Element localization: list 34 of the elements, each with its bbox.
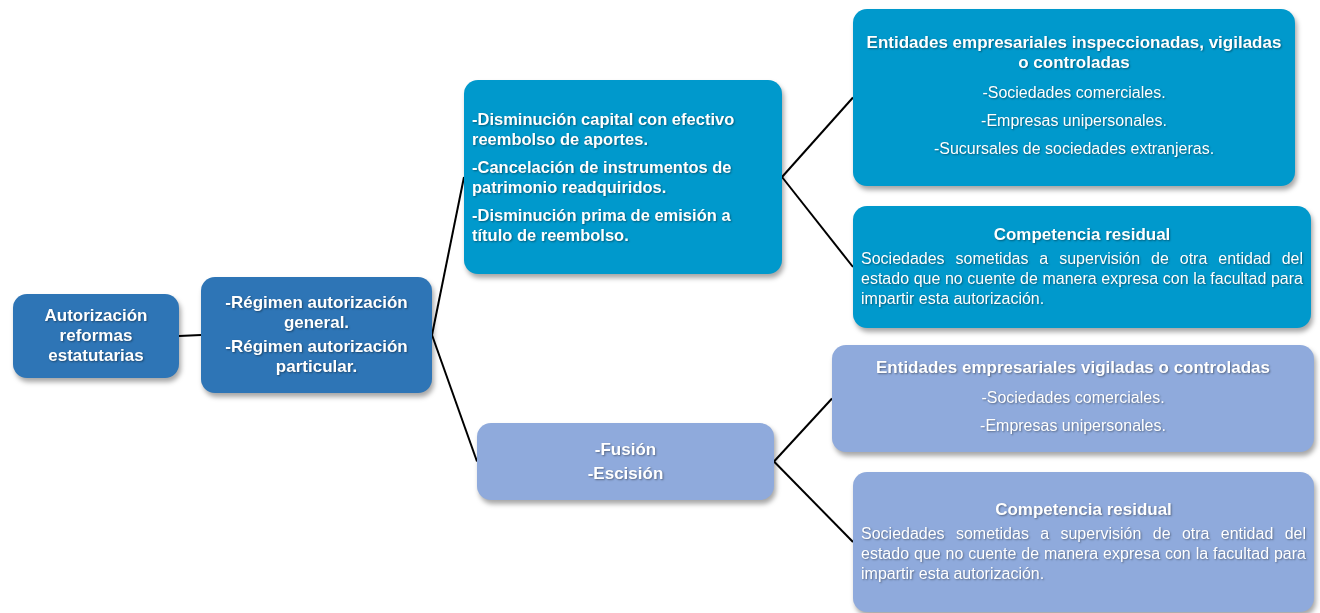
- connector-line: [781, 176, 854, 268]
- box-text: -Empresas unipersonales.: [981, 110, 1167, 131]
- box-text: -Disminución capital con efectivo reembolso de aportes.: [472, 109, 736, 149]
- box-text: -Sociedades comerciales.: [982, 82, 1166, 103]
- box-text: -Disminución prima de emisión a título de reembolso.: [472, 205, 732, 245]
- box-text: -Régimen autorización general.: [224, 293, 409, 333]
- box-text: Sociedades sometidas a supervisión de otra entidad del estado que no cuente de manera expresa con la facultad para impartir esta autorización.: [861, 249, 1303, 309]
- rounded-box: [832, 345, 1314, 452]
- connector-line: [431, 176, 465, 336]
- rounded-box: [13, 294, 179, 378]
- rounded-box: [853, 472, 1314, 612]
- box-text: -Fusión: [594, 439, 657, 460]
- box-text: -Cancelación de instrumentos de patrimonio readquiridos.: [472, 157, 733, 197]
- box-heading: Entidades empresariales inspeccionadas, vigiladas o controladas: [865, 32, 1283, 73]
- rounded-box: [477, 423, 774, 500]
- box-text: -Sociedades comerciales.: [981, 387, 1165, 408]
- connector-line: [773, 397, 833, 463]
- rounded-box: [464, 80, 782, 274]
- rounded-box: [853, 9, 1295, 186]
- box-text: Autorización reformas estatutarias: [43, 306, 149, 366]
- box-heading: Competencia residual: [994, 500, 1173, 520]
- box-text: -Empresas unipersonales.: [980, 415, 1166, 436]
- connector-line: [431, 334, 478, 463]
- rounded-box: [201, 277, 432, 393]
- box-heading: Competencia residual: [992, 225, 1172, 245]
- connector-line: [781, 96, 854, 178]
- rounded-box: [853, 206, 1311, 328]
- connector-line: [178, 334, 202, 337]
- box-text: -Sucursales de sociedades extranjeras.: [933, 138, 1215, 159]
- connector-line: [773, 460, 854, 543]
- box-text: -Escisión: [587, 463, 664, 484]
- box-text: -Régimen autorización particular.: [224, 337, 409, 377]
- box-heading: Entidades empresariales vigiladas o controladas: [876, 357, 1270, 378]
- box-text: Sociedades sometidas a supervisión de otra entidad del estado que no cuente de manera expresa con la facultad para impartir esta autorización.: [861, 524, 1306, 584]
